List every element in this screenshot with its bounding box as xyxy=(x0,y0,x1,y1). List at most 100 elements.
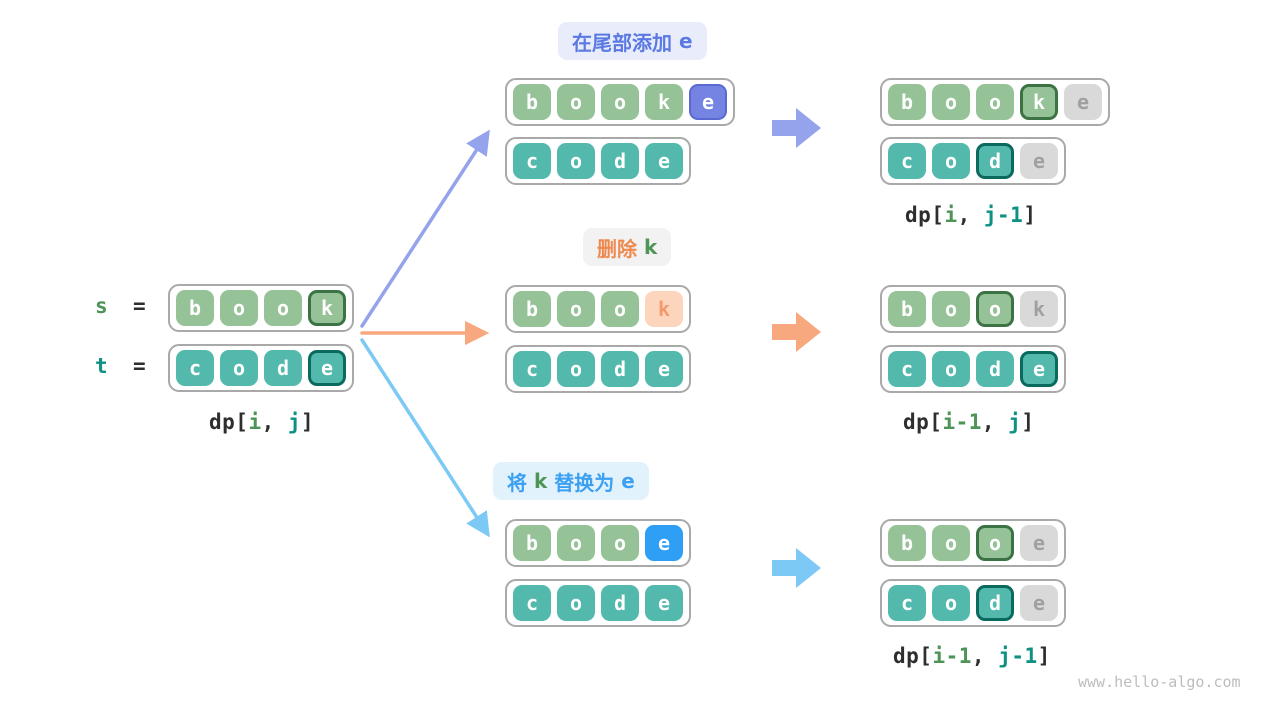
letter-cell-d: d xyxy=(976,585,1014,621)
letter-cell-o: o xyxy=(557,291,595,327)
text-part: dp[ xyxy=(209,410,249,434)
letter-cell-b: b xyxy=(513,291,551,327)
text-part: = xyxy=(107,294,146,318)
delete-branch-label: 删除 k xyxy=(583,228,672,266)
t-variable-label: t = xyxy=(95,354,146,378)
letter-cell-o: o xyxy=(932,351,970,387)
text-part: 删除 xyxy=(597,236,644,261)
branch-arrow-replace xyxy=(360,338,490,538)
branch-arrow-append xyxy=(360,129,490,328)
text-part: i-1 xyxy=(942,410,982,434)
letter-cell-o: o xyxy=(557,525,595,561)
letter-cell-o: o xyxy=(932,525,970,561)
text-part: , xyxy=(981,410,1009,434)
text-part: = xyxy=(107,354,146,378)
letter-cell-e: e xyxy=(1020,585,1058,621)
text-part: ] xyxy=(1037,644,1051,668)
letter-cell-k: k xyxy=(308,290,346,326)
letter-cell-o: o xyxy=(557,585,595,621)
delete-dp-label: dp[i-1, j] xyxy=(903,410,1034,434)
letter-cell-c: c xyxy=(513,585,551,621)
replace-branch-label: 将 k 替换为 e xyxy=(493,462,649,500)
letter-cell-k: k xyxy=(1020,84,1058,120)
letter-cell-c: c xyxy=(513,351,551,387)
letter-cell-e: e xyxy=(1020,525,1058,561)
text-part: e xyxy=(621,469,635,493)
letter-cell-o: o xyxy=(932,84,970,120)
text-part: 在尾部添加 xyxy=(572,30,679,55)
text-part: i xyxy=(944,203,958,227)
letter-cell-k: k xyxy=(645,291,683,327)
text-part: 替换为 xyxy=(547,470,622,495)
letter-cell-o: o xyxy=(976,291,1014,327)
text-part: , xyxy=(957,203,984,227)
letter-cell-o: o xyxy=(976,525,1014,561)
letter-cell-b: b xyxy=(513,84,551,120)
letter-cell-c: c xyxy=(513,143,551,179)
s-variable-label: s = xyxy=(95,294,146,318)
text-part: ] xyxy=(301,410,315,434)
text-part: dp[ xyxy=(903,410,943,434)
letter-cell-d: d xyxy=(601,351,639,387)
letter-cell-b: b xyxy=(888,525,926,561)
text-part: i xyxy=(248,410,262,434)
letter-cell-e: e xyxy=(308,350,346,386)
letter-cell-k: k xyxy=(645,84,683,120)
block-arrow-append xyxy=(772,108,821,148)
replace-dp-label: dp[i-1, j-1] xyxy=(893,644,1051,668)
letter-cell-e: e xyxy=(645,351,683,387)
text-part: j-1 xyxy=(998,644,1038,668)
text-part: dp[ xyxy=(905,203,945,227)
letter-cell-d: d xyxy=(601,143,639,179)
letter-cell-d: d xyxy=(976,351,1014,387)
letter-cell-b: b xyxy=(513,525,551,561)
letter-cell-e: e xyxy=(645,143,683,179)
letter-cell-e: e xyxy=(1020,143,1058,179)
block-arrow-replace xyxy=(772,548,821,588)
text-part: , xyxy=(971,644,999,668)
text-part: s xyxy=(95,294,108,318)
append-branch-label: 在尾部添加 e xyxy=(558,22,707,60)
letter-cell-c: c xyxy=(888,585,926,621)
append-dp-label: dp[i, j-1] xyxy=(905,203,1036,227)
letter-cell-o: o xyxy=(601,84,639,120)
source-dp-label: dp[i, j] xyxy=(209,410,314,434)
text-part: ] xyxy=(1021,410,1035,434)
text-part: , xyxy=(261,410,288,434)
letter-cell-e: e xyxy=(645,525,683,561)
text-part: t xyxy=(95,354,108,378)
text-part: k xyxy=(643,235,658,259)
letter-cell-o: o xyxy=(264,290,302,326)
watermark: www.hello-algo.com xyxy=(1078,673,1241,691)
letter-cell-b: b xyxy=(888,291,926,327)
letter-cell-o: o xyxy=(932,585,970,621)
letter-cell-d: d xyxy=(264,350,302,386)
letter-cell-c: c xyxy=(176,350,214,386)
letter-cell-o: o xyxy=(932,143,970,179)
text-part: e xyxy=(678,29,693,53)
letter-cell-c: c xyxy=(888,351,926,387)
letter-cell-o: o xyxy=(932,291,970,327)
letter-cell-o: o xyxy=(557,351,595,387)
letter-cell-b: b xyxy=(888,84,926,120)
letter-cell-o: o xyxy=(220,290,258,326)
text-part: 将 xyxy=(507,470,534,495)
letter-cell-d: d xyxy=(976,143,1014,179)
letter-cell-e: e xyxy=(1020,351,1058,387)
text-part: k xyxy=(533,469,548,493)
letter-cell-e: e xyxy=(1064,84,1102,120)
letter-cell-k: k xyxy=(1020,291,1058,327)
letter-cell-o: o xyxy=(557,84,595,120)
